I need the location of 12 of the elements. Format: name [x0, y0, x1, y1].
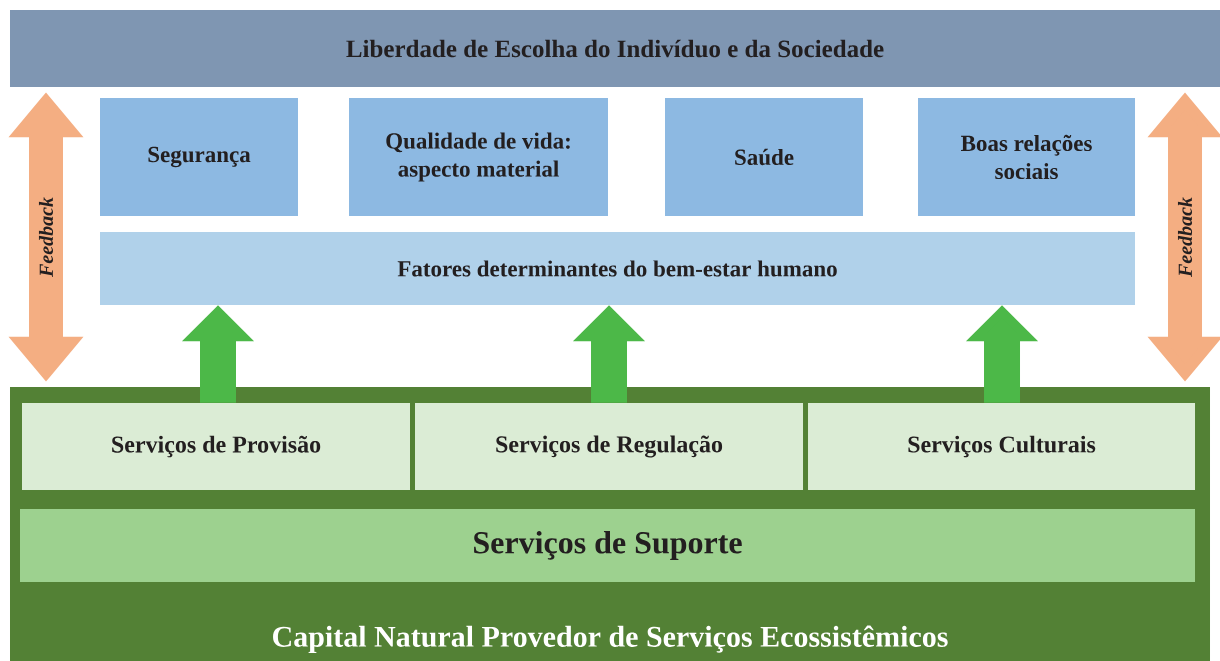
factor-box: Boas relações sociais [918, 98, 1135, 216]
service-box: Serviços de Provisão [22, 403, 410, 490]
edge-label: Feedback [1177, 197, 1193, 277]
factor-box: Qualidade de vida: aspecto material [349, 98, 608, 216]
service-box: Serviços Culturais [808, 403, 1195, 490]
service-box: Serviços de Regulação [415, 403, 803, 490]
factor-box: Saúde [665, 98, 863, 216]
wellbeing-band: Fatores determinantes do bem-estar humano [100, 232, 1135, 305]
support-band: Serviços de Suporte [20, 509, 1195, 582]
edge-label: Feedback [38, 197, 54, 277]
title-band: Liberdade de Escolha do Indivíduo e da Sociedade [10, 10, 1220, 87]
factor-box: Segurança [100, 98, 298, 216]
